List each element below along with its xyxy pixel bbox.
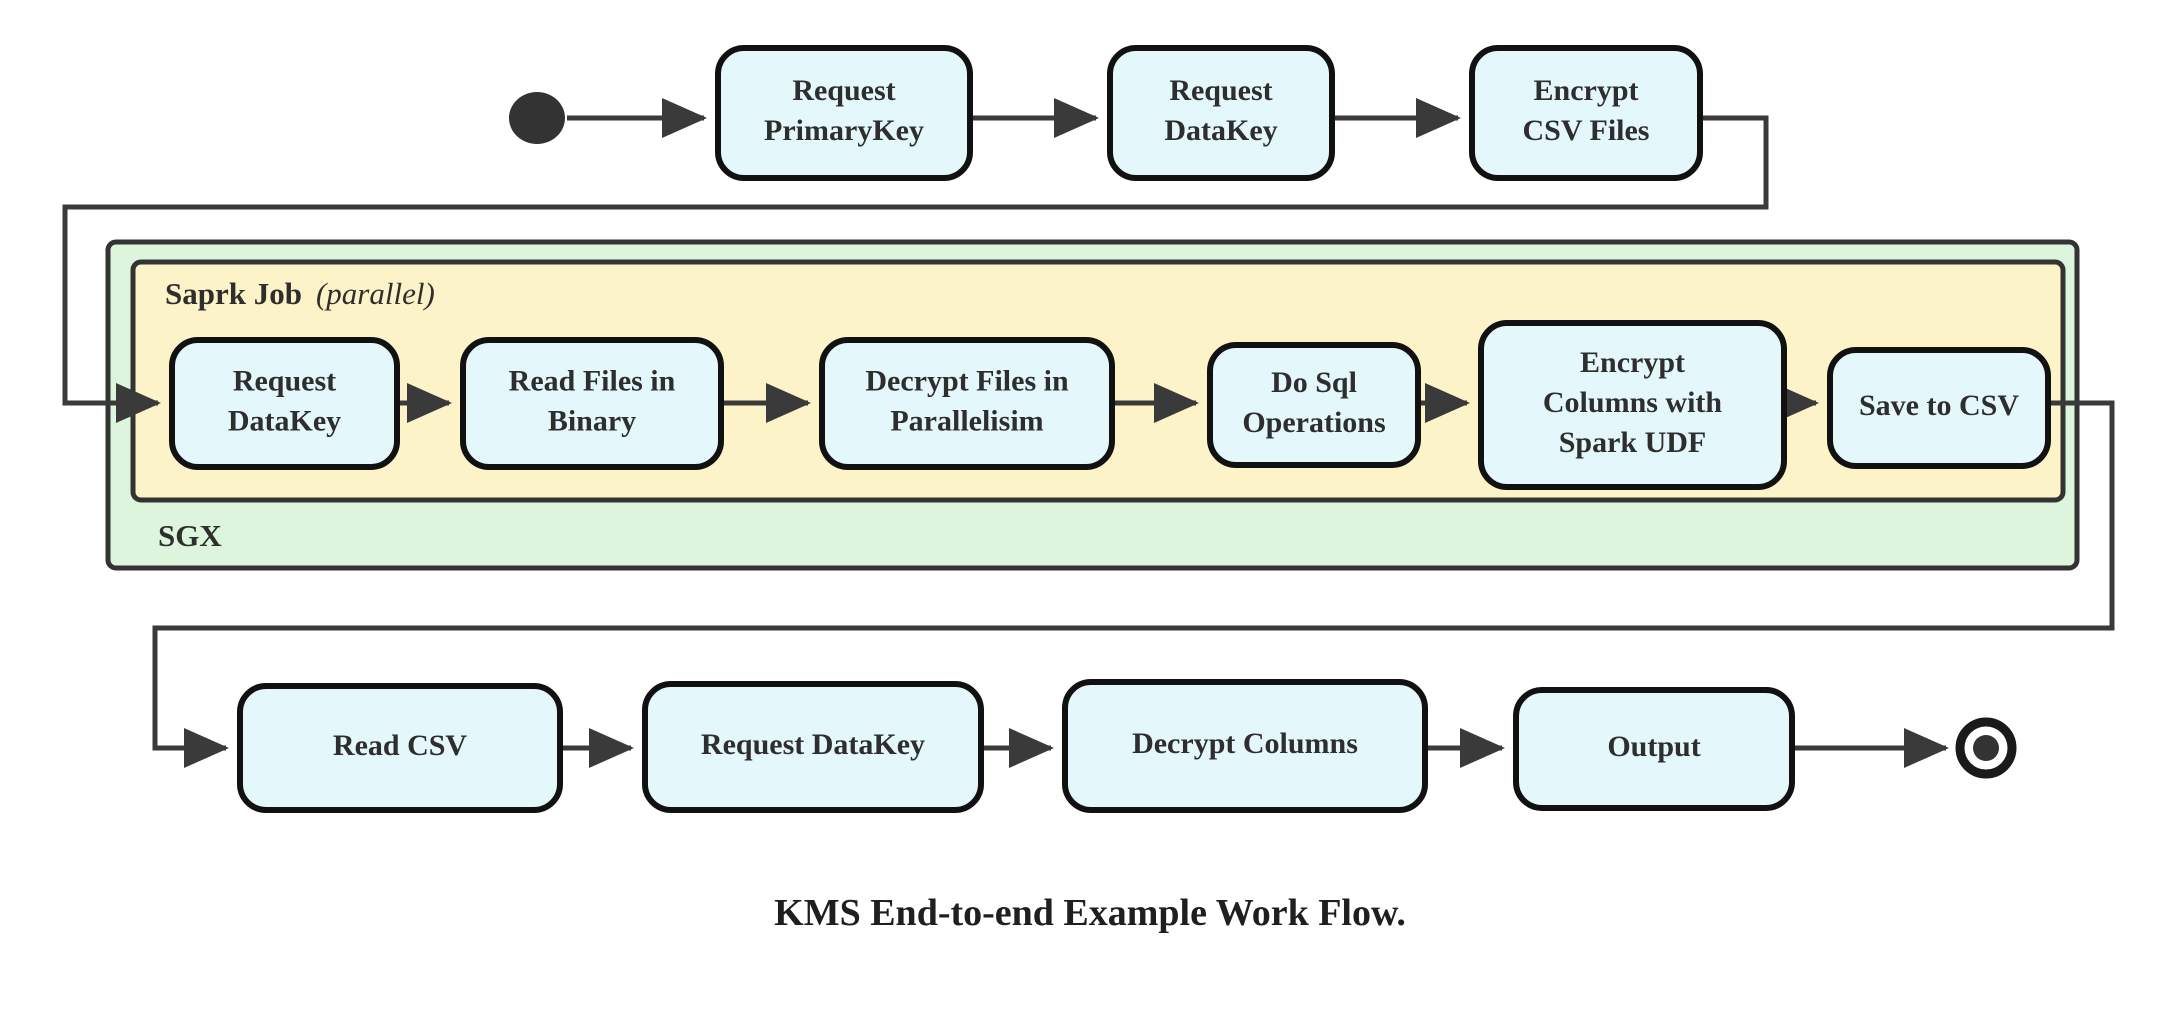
edge-encrypt-csv-to-spark-request-datakey [62, 115, 1769, 423]
node-shape-decrypt-columns [1062, 679, 1428, 813]
node-label-decrypt-columns: Decrypt Columns [1132, 727, 1358, 760]
node-shape-encrypt-csv-files [1469, 45, 1703, 181]
node-shape-request-primarykey [715, 45, 973, 181]
node-shape-read-csv [237, 683, 563, 813]
node-label-read-csv: Read CSV [333, 729, 468, 762]
edge-save-to-csv-to-read-csv [152, 400, 2115, 768]
node-output[interactable]: Output [1513, 687, 1795, 811]
node-label-output: Output [1607, 730, 1700, 763]
end-node-dot [1973, 735, 1999, 761]
start-node-circle [509, 91, 565, 145]
group-label-sgx: SGX [158, 518, 222, 553]
node-shape-output [1513, 687, 1795, 811]
node-row-row-bottom: Read CSV Request DataKey Decrypt Columns Ou… [237, 679, 1795, 813]
diagram-caption: KMS End-to-end Example Work Flow. [774, 892, 1406, 934]
node-shape-read-files-in-binary [460, 337, 724, 470]
terminal-nodes [509, 91, 2017, 779]
end-node-ring [1955, 717, 2017, 779]
node-save-to-csv[interactable]: Save to CSV [1827, 347, 2051, 469]
node-label-request-datakey-bottom: Request DataKey [701, 728, 925, 761]
node-request-datakey-bottom[interactable]: Request DataKey [642, 681, 984, 813]
node-shape-decrypt-files-in-parallelisim [819, 337, 1115, 470]
node-shape-request-datakey-top [1107, 45, 1335, 181]
node-decrypt-columns[interactable]: Decrypt Columns [1062, 679, 1428, 813]
edges [62, 98, 2115, 768]
group-label-spark-job: Saprk Job(parallel) [165, 276, 435, 311]
node-shape-save-to-csv [1827, 347, 2051, 469]
node-read-csv[interactable]: Read CSV [237, 683, 563, 813]
node-shape-request-datakey-spark [169, 337, 400, 470]
node-shape-encrypt-columns-with-spark-udf [1478, 320, 1787, 490]
node-shape-request-datakey-bottom [642, 681, 984, 813]
node-shape-do-sql-operations [1207, 342, 1421, 468]
node-label-save-to-csv: Save to CSV [1859, 389, 2019, 422]
